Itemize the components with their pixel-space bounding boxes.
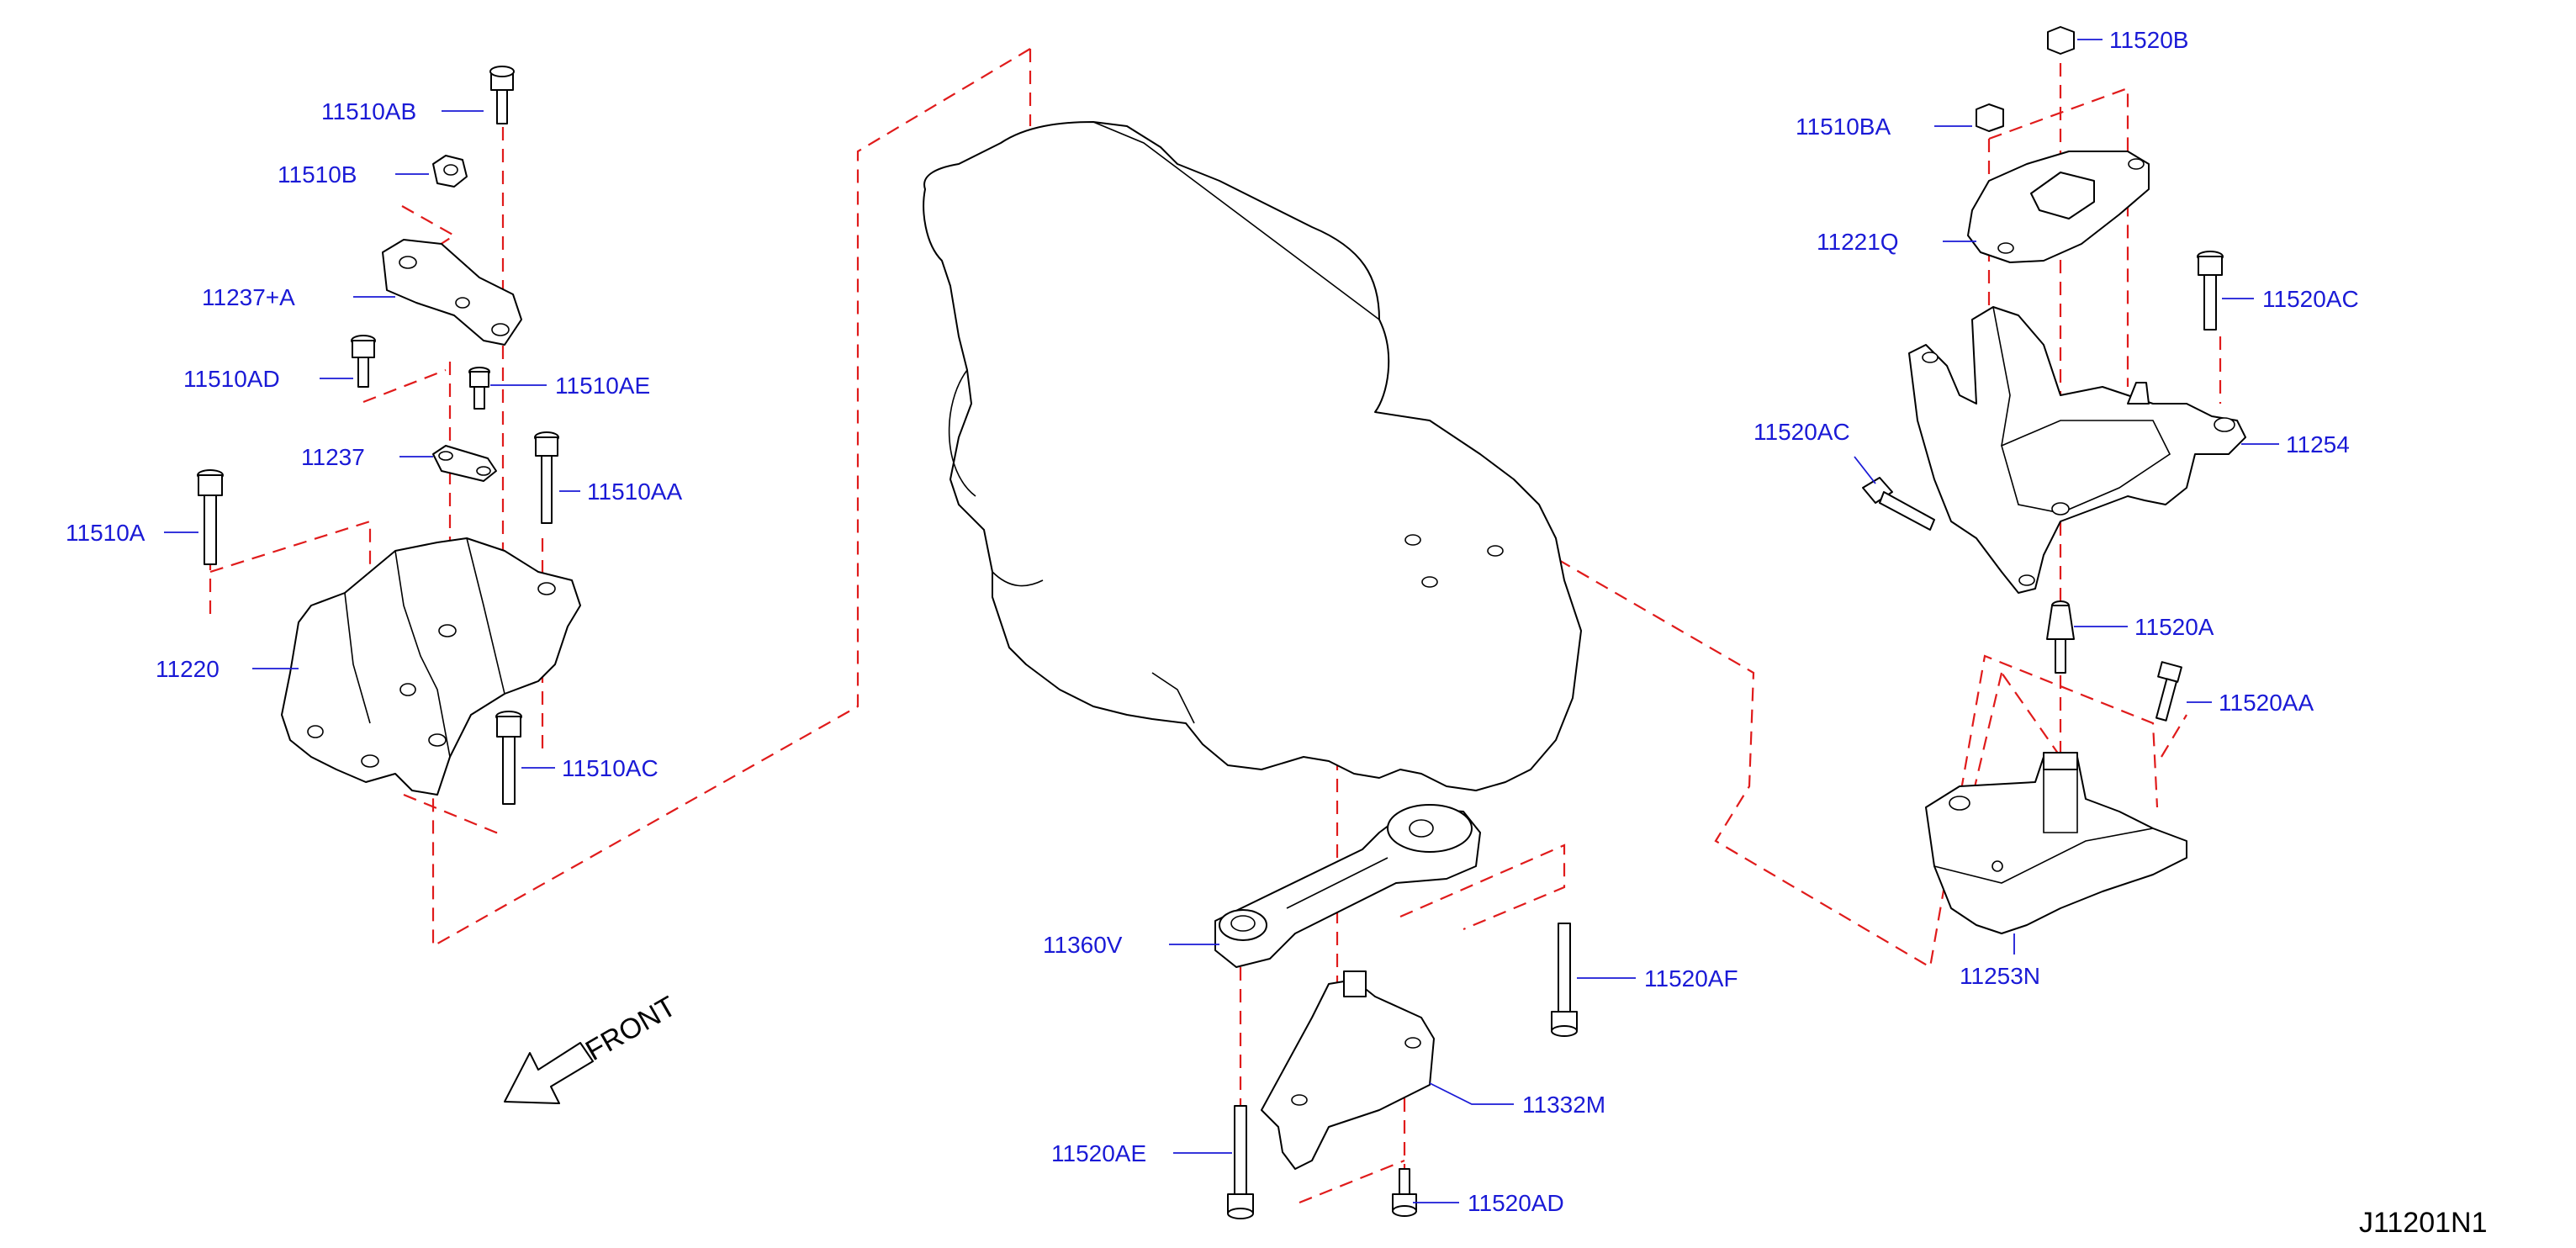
bolt-11510AA bbox=[534, 431, 559, 524]
label-11520AE: 11520AE bbox=[1051, 1140, 1146, 1166]
bolt-11520AD bbox=[1392, 1168, 1417, 1217]
bolt-11510AE bbox=[468, 367, 490, 410]
nut-11520B bbox=[2047, 26, 2075, 55]
label-11510AD: 11510AD bbox=[183, 366, 280, 392]
bolt-11510AC bbox=[495, 711, 522, 805]
label-11510AE: 11510AE bbox=[555, 373, 650, 399]
label-11254: 11254 bbox=[2286, 431, 2350, 457]
bolt-11520AF bbox=[1551, 923, 1578, 1037]
bolt-11520A bbox=[2046, 600, 2075, 674]
torque-rod-11360V bbox=[1214, 804, 1481, 968]
label-11520AA: 11520AA bbox=[2219, 690, 2314, 716]
label-11510A: 11510A bbox=[66, 520, 145, 546]
label-11510AB: 11510AB bbox=[321, 98, 416, 124]
label-11510AA: 11510AA bbox=[587, 479, 682, 505]
diagram-reference-code: J11201N1 bbox=[2359, 1207, 2488, 1239]
mount-11253N bbox=[1925, 752, 2187, 934]
bolt-11510AD bbox=[351, 335, 376, 388]
label-11520AD: 11520AD bbox=[1468, 1190, 1564, 1216]
engine-block-outline bbox=[923, 121, 1582, 791]
front-arrow-icon bbox=[504, 1042, 594, 1104]
label-11220: 11220 bbox=[156, 656, 220, 682]
bracket-11332M bbox=[1261, 970, 1435, 1170]
bolt-11510A bbox=[197, 469, 224, 565]
nut-11510B bbox=[432, 155, 468, 188]
label-11221Q: 11221Q bbox=[1817, 229, 1899, 255]
bolt-11520AC-right bbox=[2197, 251, 2224, 331]
label-11520B: 11520B bbox=[2109, 27, 2188, 53]
label-11520AC-left: 11520AC bbox=[1753, 419, 1850, 445]
mount-11221Q bbox=[1967, 151, 2150, 263]
part-labels: 11510AB 11510B 11237+A 11510AD 11510AE 1… bbox=[66, 27, 2359, 1216]
bolt-11520AA bbox=[2155, 661, 2182, 722]
label-11520A: 11520A bbox=[2134, 614, 2214, 640]
label-11510BA: 11510BA bbox=[1796, 114, 1891, 140]
engine-mount-11220 bbox=[281, 537, 581, 796]
bolt-11520AE bbox=[1227, 1105, 1254, 1219]
leader-lines bbox=[164, 39, 2279, 1203]
bracket-11237A bbox=[382, 239, 522, 346]
bracket-11254 bbox=[1908, 306, 2246, 594]
label-11237A: 11237+A bbox=[202, 284, 295, 310]
label-11510B: 11510B bbox=[278, 161, 357, 188]
nut-11510BA bbox=[1976, 103, 2004, 132]
label-11253N: 11253N bbox=[1960, 963, 2040, 989]
bolt-11510AB bbox=[489, 66, 515, 124]
label-11510AC: 11510AC bbox=[562, 755, 659, 781]
label-11520AC-right: 11520AC bbox=[2262, 286, 2359, 312]
bolt-11520AC-left bbox=[1862, 477, 1935, 531]
label-11237: 11237 bbox=[301, 444, 365, 470]
plate-11237 bbox=[432, 445, 497, 482]
label-11332M: 11332M bbox=[1522, 1092, 1605, 1118]
label-11360V: 11360V bbox=[1043, 932, 1123, 958]
label-11520AF: 11520AF bbox=[1644, 965, 1738, 992]
front-label: FRONT bbox=[580, 990, 681, 1066]
